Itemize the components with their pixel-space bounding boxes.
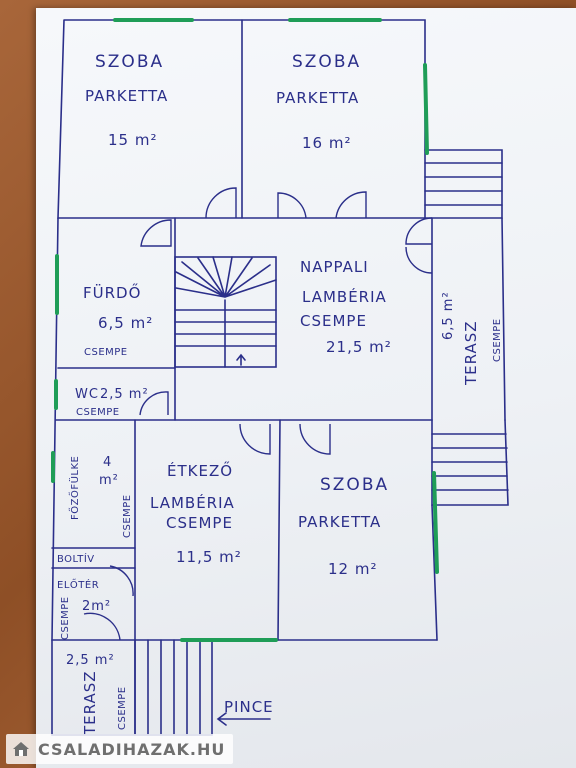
- room-nappali-floor-2: CSEMPE: [300, 312, 367, 330]
- room-nappali-name: NAPPALI: [300, 258, 369, 276]
- room-etkezo-name: ÉTKEZŐ: [167, 460, 233, 480]
- room-szoba-1-name: SZOBA: [95, 52, 164, 72]
- room-fozofulke-floor: CSEMPE: [122, 494, 133, 538]
- room-furdo-floor: CSEMPE: [84, 347, 128, 358]
- walls: [51, 19, 509, 736]
- room-wc-name: WC: [75, 387, 99, 402]
- room-labels: SZOBA PARKETTA 15 m² SZOBA PARKETTA 16 m…: [57, 52, 503, 736]
- windows: [51, 18, 439, 642]
- room-fozofulke-area-1: 4: [103, 455, 112, 470]
- room-szoba-2-name: SZOBA: [292, 52, 361, 72]
- room-furdo-name: FÜRDŐ: [83, 282, 141, 302]
- room-terasz-right-name: TERASZ: [462, 320, 480, 386]
- room-wc-area: 2,5 m²: [100, 387, 149, 402]
- doors: [83, 187, 433, 641]
- room-eloter-area: 2m²: [82, 599, 111, 614]
- room-terasz-left-floor: CSEMPE: [117, 686, 128, 730]
- room-wc-floor: CSEMPE: [76, 407, 120, 418]
- room-terasz-left-name: TERASZ: [81, 670, 99, 736]
- room-szoba-1-floor: PARKETTA: [85, 87, 168, 105]
- room-terasz-right-floor: CSEMPE: [492, 318, 503, 362]
- room-fozofulke-name: FŐZŐFÜLKE: [67, 456, 81, 520]
- room-eloter-floor: CSEMPE: [60, 596, 71, 640]
- room-terasz-left-area: 2,5 m²: [66, 653, 115, 668]
- room-etkezo-floor-1: LAMBÉRIA: [150, 493, 235, 512]
- site-watermark: CSALADIHAZAK.HU: [6, 734, 234, 764]
- room-szoba-1-area: 15 m²: [108, 131, 157, 149]
- room-eloter-name: ELŐTÉR: [57, 577, 99, 591]
- room-furdo-area: 6,5 m²: [98, 314, 153, 332]
- room-nappali-floor-1: LAMBÉRIA: [302, 287, 387, 306]
- room-szoba-3-area: 12 m²: [328, 560, 377, 578]
- room-szoba-2-area: 16 m²: [302, 134, 351, 152]
- room-fozofulke-area-2: m²: [99, 473, 119, 488]
- room-terasz-right-area: 6,5 m²: [441, 291, 456, 340]
- room-szoba-2-floor: PARKETTA: [276, 89, 359, 107]
- house-icon: [10, 738, 32, 760]
- room-szoba-3-name: SZOBA: [320, 475, 389, 495]
- paper-sheet: [36, 8, 576, 768]
- room-pince-name: PINCE: [224, 698, 274, 716]
- room-etkezo-area: 11,5 m²: [176, 548, 242, 566]
- watermark-text: CSALADIHAZAK.HU: [38, 739, 226, 759]
- room-szoba-3-floor: PARKETTA: [298, 513, 381, 531]
- room-boltiv-name: BOLTÍV: [57, 552, 95, 565]
- room-etkezo-floor-2: CSEMPE: [166, 514, 233, 532]
- room-nappali-area: 21,5 m²: [326, 338, 392, 356]
